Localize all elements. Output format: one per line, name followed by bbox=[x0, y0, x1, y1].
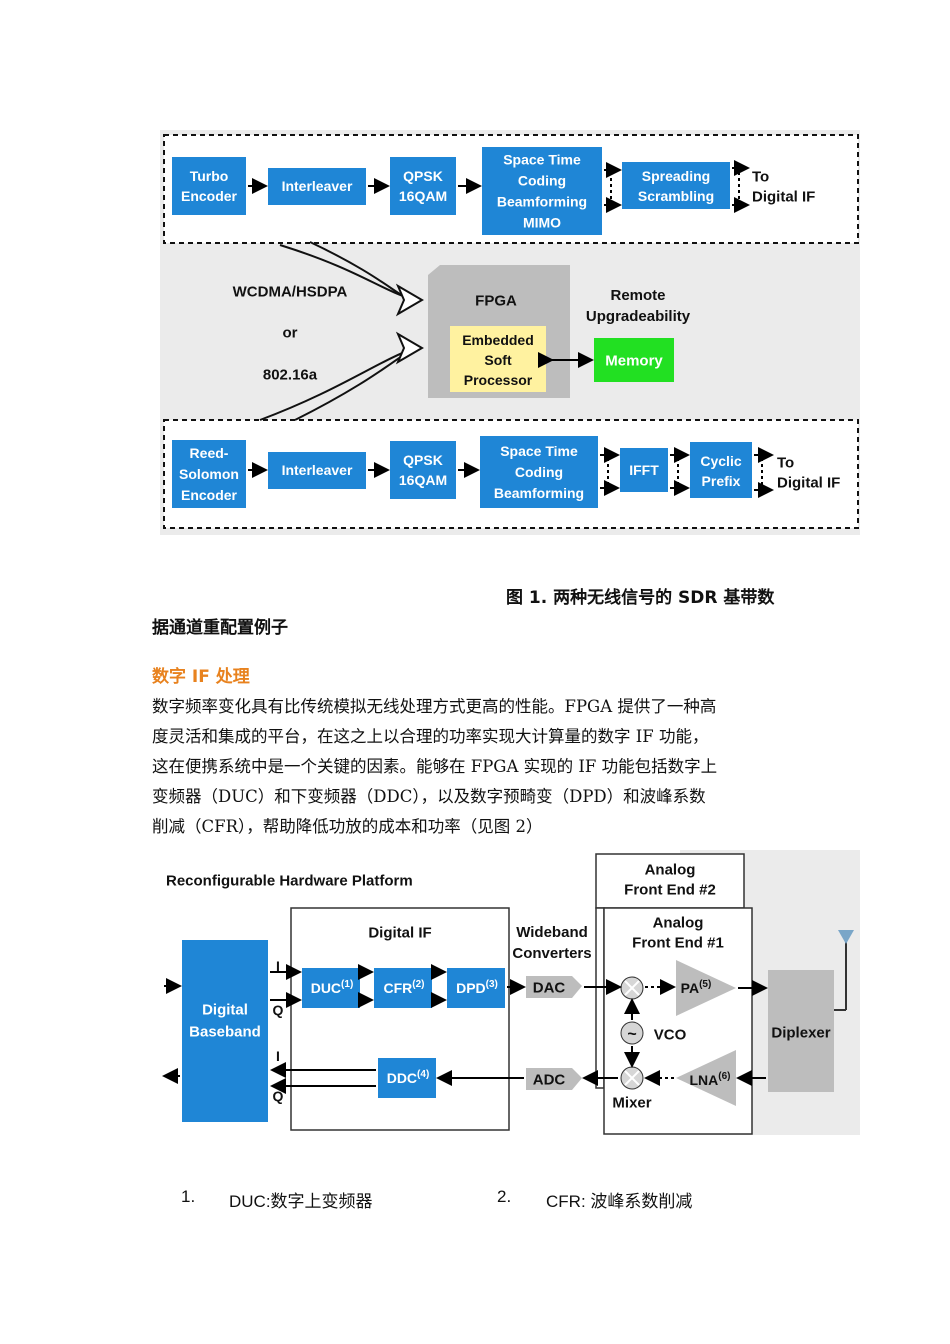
footnote-1-text: DUC:数字上变频器 bbox=[229, 1192, 373, 1211]
q-label-tx: Q bbox=[273, 1002, 284, 1018]
ifft-label: IFFT bbox=[629, 462, 659, 478]
diplexer-block bbox=[768, 970, 834, 1092]
section-heading: 数字 IF 处理 bbox=[152, 667, 250, 687]
lna-label: LNA(6) bbox=[689, 1071, 730, 1088]
lna-amplifier bbox=[676, 1050, 736, 1106]
svg-text:~: ~ bbox=[627, 1026, 636, 1043]
duc-label: DUC(1) bbox=[311, 979, 354, 996]
cyclic-prefix-block bbox=[690, 442, 752, 498]
memory-label: Memory bbox=[605, 352, 663, 369]
qpsk-block-2 bbox=[390, 441, 456, 499]
cfr-label: CFR(2) bbox=[383, 979, 424, 996]
duc-block bbox=[302, 968, 360, 1008]
embedded-processor-block bbox=[450, 326, 546, 392]
digital-baseband-block bbox=[182, 940, 268, 1122]
paragraph-line-3: 这在便携系统中是一个关键的因素。能够在 FPGA 实现的 IF 功能包括数字上 bbox=[152, 757, 718, 776]
footnote-2-text: CFR: 波峰系数削减 bbox=[546, 1192, 693, 1211]
cfr-block bbox=[374, 968, 432, 1008]
dac-label: DAC bbox=[533, 979, 566, 996]
platform-title: Reconfigurable Hardware Platform bbox=[166, 872, 413, 889]
space-time-block-2 bbox=[480, 436, 598, 508]
adc-block bbox=[526, 1068, 582, 1090]
footnote-1-number: 1. bbox=[181, 1187, 196, 1206]
antenna-icon bbox=[838, 930, 854, 944]
ifft-block bbox=[620, 448, 668, 492]
dac-block bbox=[526, 976, 582, 998]
paragraph-line-4: 变频器（DUC）和下变频器（DDC），以及数字预畸变（DPD）和波峰系数 bbox=[152, 787, 706, 806]
figure2-digital-if-diagram: ~ Reconfigurable Hardware PlatformDigita… bbox=[160, 850, 860, 1135]
or-label: or bbox=[283, 324, 298, 341]
space-time-block bbox=[482, 147, 602, 235]
adc-label: ADC bbox=[533, 1071, 566, 1088]
dpd-label: DPD(3) bbox=[456, 979, 498, 996]
interleaver-label: Interleaver bbox=[282, 178, 353, 194]
paragraph-line-5: 削减（CFR），帮助降低功放的成本和功率（见图 2） bbox=[152, 817, 543, 836]
diplexer-label: Diplexer bbox=[771, 1024, 830, 1041]
interleaver-label-2: Interleaver bbox=[282, 462, 353, 478]
standard-a-label: WCDMA/HSDPA bbox=[233, 283, 348, 300]
mixer-label: Mixer bbox=[612, 1094, 651, 1111]
ddc-label: DDC(4) bbox=[387, 1069, 430, 1086]
ddc-block bbox=[378, 1058, 436, 1098]
i-label-rx: I bbox=[276, 1048, 280, 1064]
figure1-caption-line2: 据通道重配置例子 bbox=[152, 618, 288, 638]
vco-label: VCO bbox=[654, 1026, 687, 1043]
i-label-tx: I bbox=[276, 958, 280, 974]
paragraph-line-1: 数字频率变化具有比传统模拟无线处理方式更高的性能。FPGA 提供了一种高 bbox=[152, 697, 717, 716]
memory-block bbox=[594, 338, 674, 382]
pa-label: PA(5) bbox=[681, 979, 712, 996]
turbo-encoder-block bbox=[172, 157, 246, 215]
standard-b-label: 802.16a bbox=[263, 366, 318, 383]
vco-symbol bbox=[620, 1021, 644, 1045]
reed-solomon-block bbox=[172, 440, 246, 508]
interleaver-block bbox=[268, 168, 366, 205]
digital-if-label: Digital IF bbox=[368, 924, 431, 941]
spreading-block bbox=[622, 162, 730, 209]
pa-amplifier bbox=[676, 960, 736, 1016]
q-label-rx: Q bbox=[273, 1088, 284, 1104]
figure1-caption-line1: 图 1. 两种无线信号的 SDR 基带数 bbox=[506, 588, 775, 608]
digital-if-frame bbox=[290, 907, 510, 1131]
interleaver-block-2 bbox=[268, 452, 366, 489]
dpd-block bbox=[447, 968, 505, 1008]
fpga-label: FPGA bbox=[475, 292, 517, 309]
paragraph-line-2: 度灵活和集成的平台，在这之上以合理的功率实现大计算量的数字 IF 功能， bbox=[152, 727, 709, 746]
footnote-2-number: 2. bbox=[497, 1187, 512, 1206]
qpsk-block bbox=[390, 157, 456, 215]
